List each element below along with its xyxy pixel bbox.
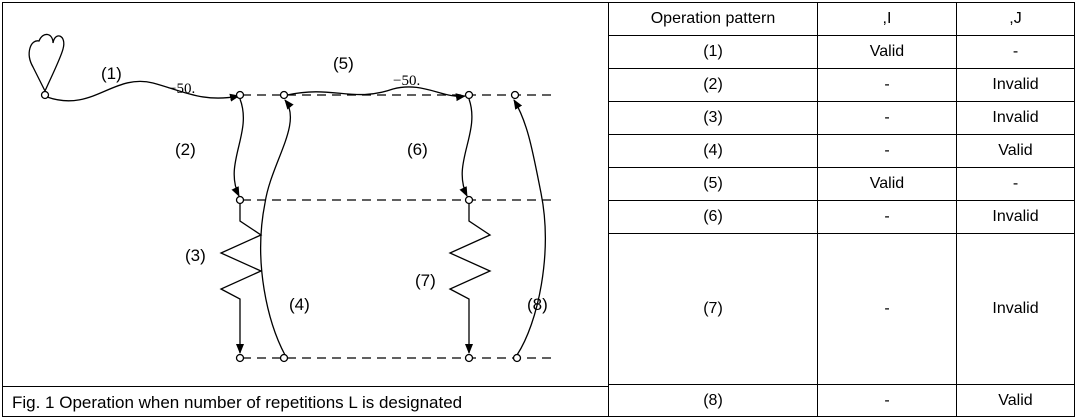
cell-pattern: (3) (608, 101, 818, 135)
label-p4: (4) (289, 295, 310, 314)
path-1 (46, 80, 240, 102)
label-p1: (1) (101, 64, 122, 83)
path-3 (219, 203, 263, 354)
label-p3: (3) (185, 246, 206, 265)
cell-j: Valid (956, 384, 1075, 417)
label-dim-right: −50. (393, 73, 420, 89)
cell-pattern: (5) (608, 167, 818, 201)
cell-i: - (817, 200, 957, 234)
label-p6: (6) (407, 140, 428, 159)
path-2 (231, 98, 245, 197)
cell-i: Valid (817, 35, 957, 69)
table-row: (7) - Invalid (608, 233, 1075, 385)
header-operation-pattern: Operation pattern (608, 2, 818, 36)
operation-table: Operation pattern ,I ,J (1) Valid - (2) … (608, 2, 1075, 417)
cell-pattern: (7) (608, 233, 818, 385)
cell-pattern: (8) (608, 384, 818, 417)
header-i: ,I (817, 2, 957, 36)
cell-i: - (817, 134, 957, 168)
header-j: ,J (956, 2, 1075, 36)
path-6 (459, 98, 473, 197)
figure-caption: Fig. 1 Operation when number of repetiti… (12, 393, 463, 412)
position-points (235, 90, 522, 363)
cell-pattern: (6) (608, 200, 818, 234)
path-8 (513, 99, 546, 356)
table-row: (3) - Invalid (608, 101, 1075, 135)
table-header-row: Operation pattern ,I ,J (608, 2, 1075, 36)
table-row: (2) - Invalid (608, 68, 1075, 102)
cell-i: - (817, 68, 957, 102)
cell-i: - (817, 384, 957, 417)
label-p2: (2) (175, 140, 196, 159)
tool-icon (28, 33, 65, 100)
label-dim-left: −50. (168, 81, 195, 97)
cell-j: Valid (956, 134, 1075, 168)
cell-j: Invalid (956, 101, 1075, 135)
label-p7: (7) (415, 271, 436, 290)
cell-j: Invalid (956, 68, 1075, 102)
table-row: (1) Valid - (608, 35, 1075, 69)
path-5 (286, 86, 466, 102)
reference-lines (242, 94, 551, 359)
cell-pattern: (4) (608, 134, 818, 168)
table-row: (4) - Valid (608, 134, 1075, 168)
caption-panel: Fig. 1 Operation when number of repetiti… (2, 386, 609, 417)
table-row: (6) - Invalid (608, 200, 1075, 234)
cell-pattern: (1) (608, 35, 818, 69)
label-p8: (8) (527, 295, 548, 314)
cell-i: - (817, 101, 957, 135)
table-row: (8) - Valid (608, 384, 1075, 417)
cell-i: - (817, 233, 957, 385)
path-4 (260, 99, 294, 356)
operation-diagram: (1) −50. (5) −50. (2) (6) (3) (7) (4) (8… (28, 33, 551, 363)
cell-j: - (956, 167, 1075, 201)
cell-j: Invalid (956, 233, 1075, 385)
label-p5: (5) (333, 54, 354, 73)
path-7 (448, 203, 492, 354)
table-row: (5) Valid - (608, 167, 1075, 201)
cell-j: - (956, 35, 1075, 69)
cell-pattern: (2) (608, 68, 818, 102)
cell-j: Invalid (956, 200, 1075, 234)
figure-panel: (1) −50. (5) −50. (2) (6) (3) (7) (4) (8… (2, 2, 609, 387)
cell-i: Valid (817, 167, 957, 201)
